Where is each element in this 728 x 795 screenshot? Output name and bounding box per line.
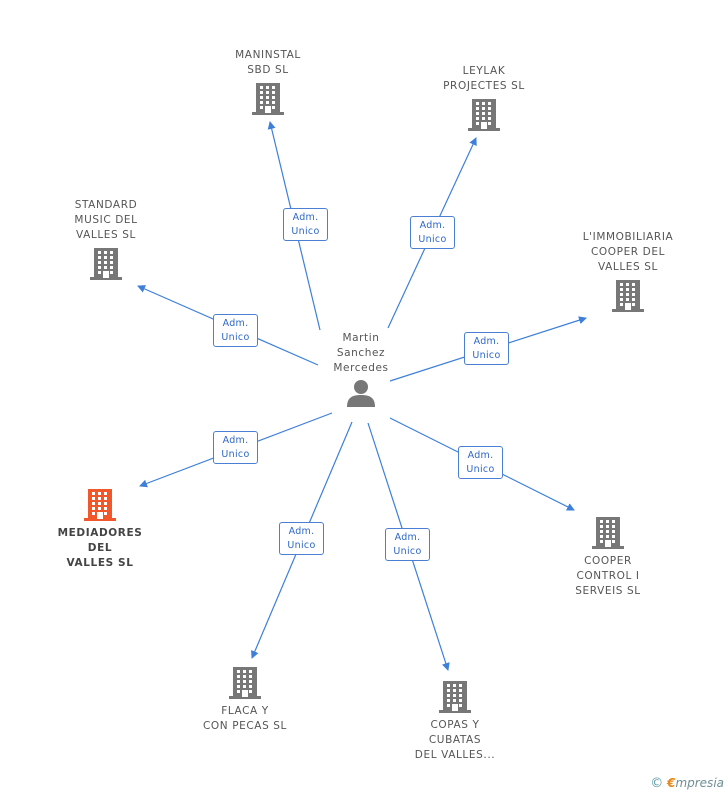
role-badge[interactable]: Adm. Unico [213, 314, 258, 347]
center-person[interactable]: Martin Sanchez Mercedes [330, 331, 392, 407]
role-badge-text: Adm. Unico [466, 450, 495, 475]
building-icon [90, 248, 122, 280]
role-badge-text: Adm. Unico [221, 435, 250, 460]
role-badge[interactable]: Adm. Unico [385, 528, 430, 561]
company-node-maninstal[interactable]: MANINSTAL SBD SL [203, 48, 333, 116]
building-icon [612, 280, 644, 312]
company-label: LEYLAK PROJECTES SL [443, 65, 525, 92]
role-badge-text: Adm. Unico [221, 318, 250, 343]
role-badge[interactable]: Adm. Unico [464, 332, 509, 365]
building-icon [592, 517, 624, 549]
company-label: MEDIADORES DEL VALLES SL [57, 527, 143, 569]
company-node-leylak[interactable]: LEYLAK PROJECTES SL [419, 64, 549, 132]
building-icon [252, 83, 284, 115]
company-label: MANINSTAL SBD SL [235, 49, 301, 76]
company-node-immobiliaria[interactable]: L'IMMOBILIARIA COOPER DEL VALLES SL [563, 230, 693, 313]
building-icon [84, 489, 116, 521]
company-node-mediadores[interactable]: MEDIADORES DEL VALLES SL [35, 488, 165, 571]
person-name: Martin Sanchez Mercedes [333, 332, 389, 374]
company-node-standard[interactable]: STANDARD MUSIC DEL VALLES SL [41, 198, 171, 281]
person-icon [347, 380, 375, 407]
copyright-symbol: © [650, 776, 664, 791]
company-label: STANDARD MUSIC DEL VALLES SL [74, 199, 138, 241]
brand-watermark: © €mpresia [650, 776, 724, 791]
role-badge-text: Adm. Unico [393, 532, 422, 557]
role-badge-text: Adm. Unico [287, 526, 316, 551]
company-label: COOPER CONTROL I SERVEIS SL [575, 555, 641, 597]
company-label: L'IMMOBILIARIA COOPER DEL VALLES SL [582, 231, 674, 273]
role-badge-text: Adm. Unico [472, 336, 501, 361]
company-node-flaca[interactable]: FLACA Y CON PECAS SL [180, 666, 310, 734]
company-node-copas[interactable]: COPAS Y CUBATAS DEL VALLES... [390, 680, 520, 763]
brand-name: mpresia [675, 776, 724, 790]
building-icon [468, 99, 500, 131]
role-badge-text: Adm. Unico [291, 212, 320, 237]
role-badge[interactable]: Adm. Unico [410, 216, 455, 249]
company-label: COPAS Y CUBATAS DEL VALLES... [414, 719, 496, 761]
building-icon [229, 667, 261, 699]
role-badge[interactable]: Adm. Unico [283, 208, 328, 241]
role-badge-text: Adm. Unico [418, 220, 447, 245]
brand-e-logo: € [667, 776, 676, 790]
building-icon [439, 681, 471, 713]
company-label: FLACA Y CON PECAS SL [203, 705, 287, 732]
role-badge[interactable]: Adm. Unico [279, 522, 324, 555]
role-badge[interactable]: Adm. Unico [458, 446, 503, 479]
role-badge[interactable]: Adm. Unico [213, 431, 258, 464]
company-node-cooper[interactable]: COOPER CONTROL I SERVEIS SL [543, 516, 673, 599]
